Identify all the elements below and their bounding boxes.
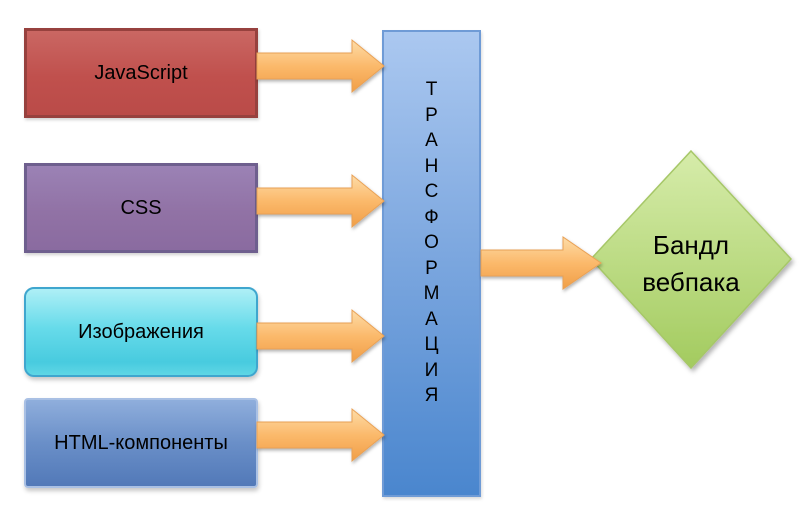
node-javascript: JavaScript <box>24 28 258 118</box>
node-css: CSS <box>24 163 258 253</box>
arrow-transformation-to-bundle <box>480 236 602 290</box>
bundle-label-line2: вебпака <box>642 267 740 297</box>
node-images-label: Изображения <box>78 320 204 343</box>
node-bundle-label: Бандл вебпака <box>591 227 791 301</box>
node-css-label: CSS <box>120 196 162 219</box>
arrow-html-to-transformation <box>256 407 385 463</box>
bundle-label-line1: Бандл <box>652 230 730 260</box>
node-javascript-label: JavaScript <box>94 61 188 84</box>
node-html-components-label: HTML-компоненты <box>54 431 228 454</box>
arrow-javascript-to-transformation <box>256 38 385 94</box>
node-images: Изображения <box>24 287 258 377</box>
node-html-components: HTML-компоненты <box>24 398 258 488</box>
arrow-images-to-transformation <box>256 308 385 364</box>
arrow-css-to-transformation <box>256 173 385 229</box>
